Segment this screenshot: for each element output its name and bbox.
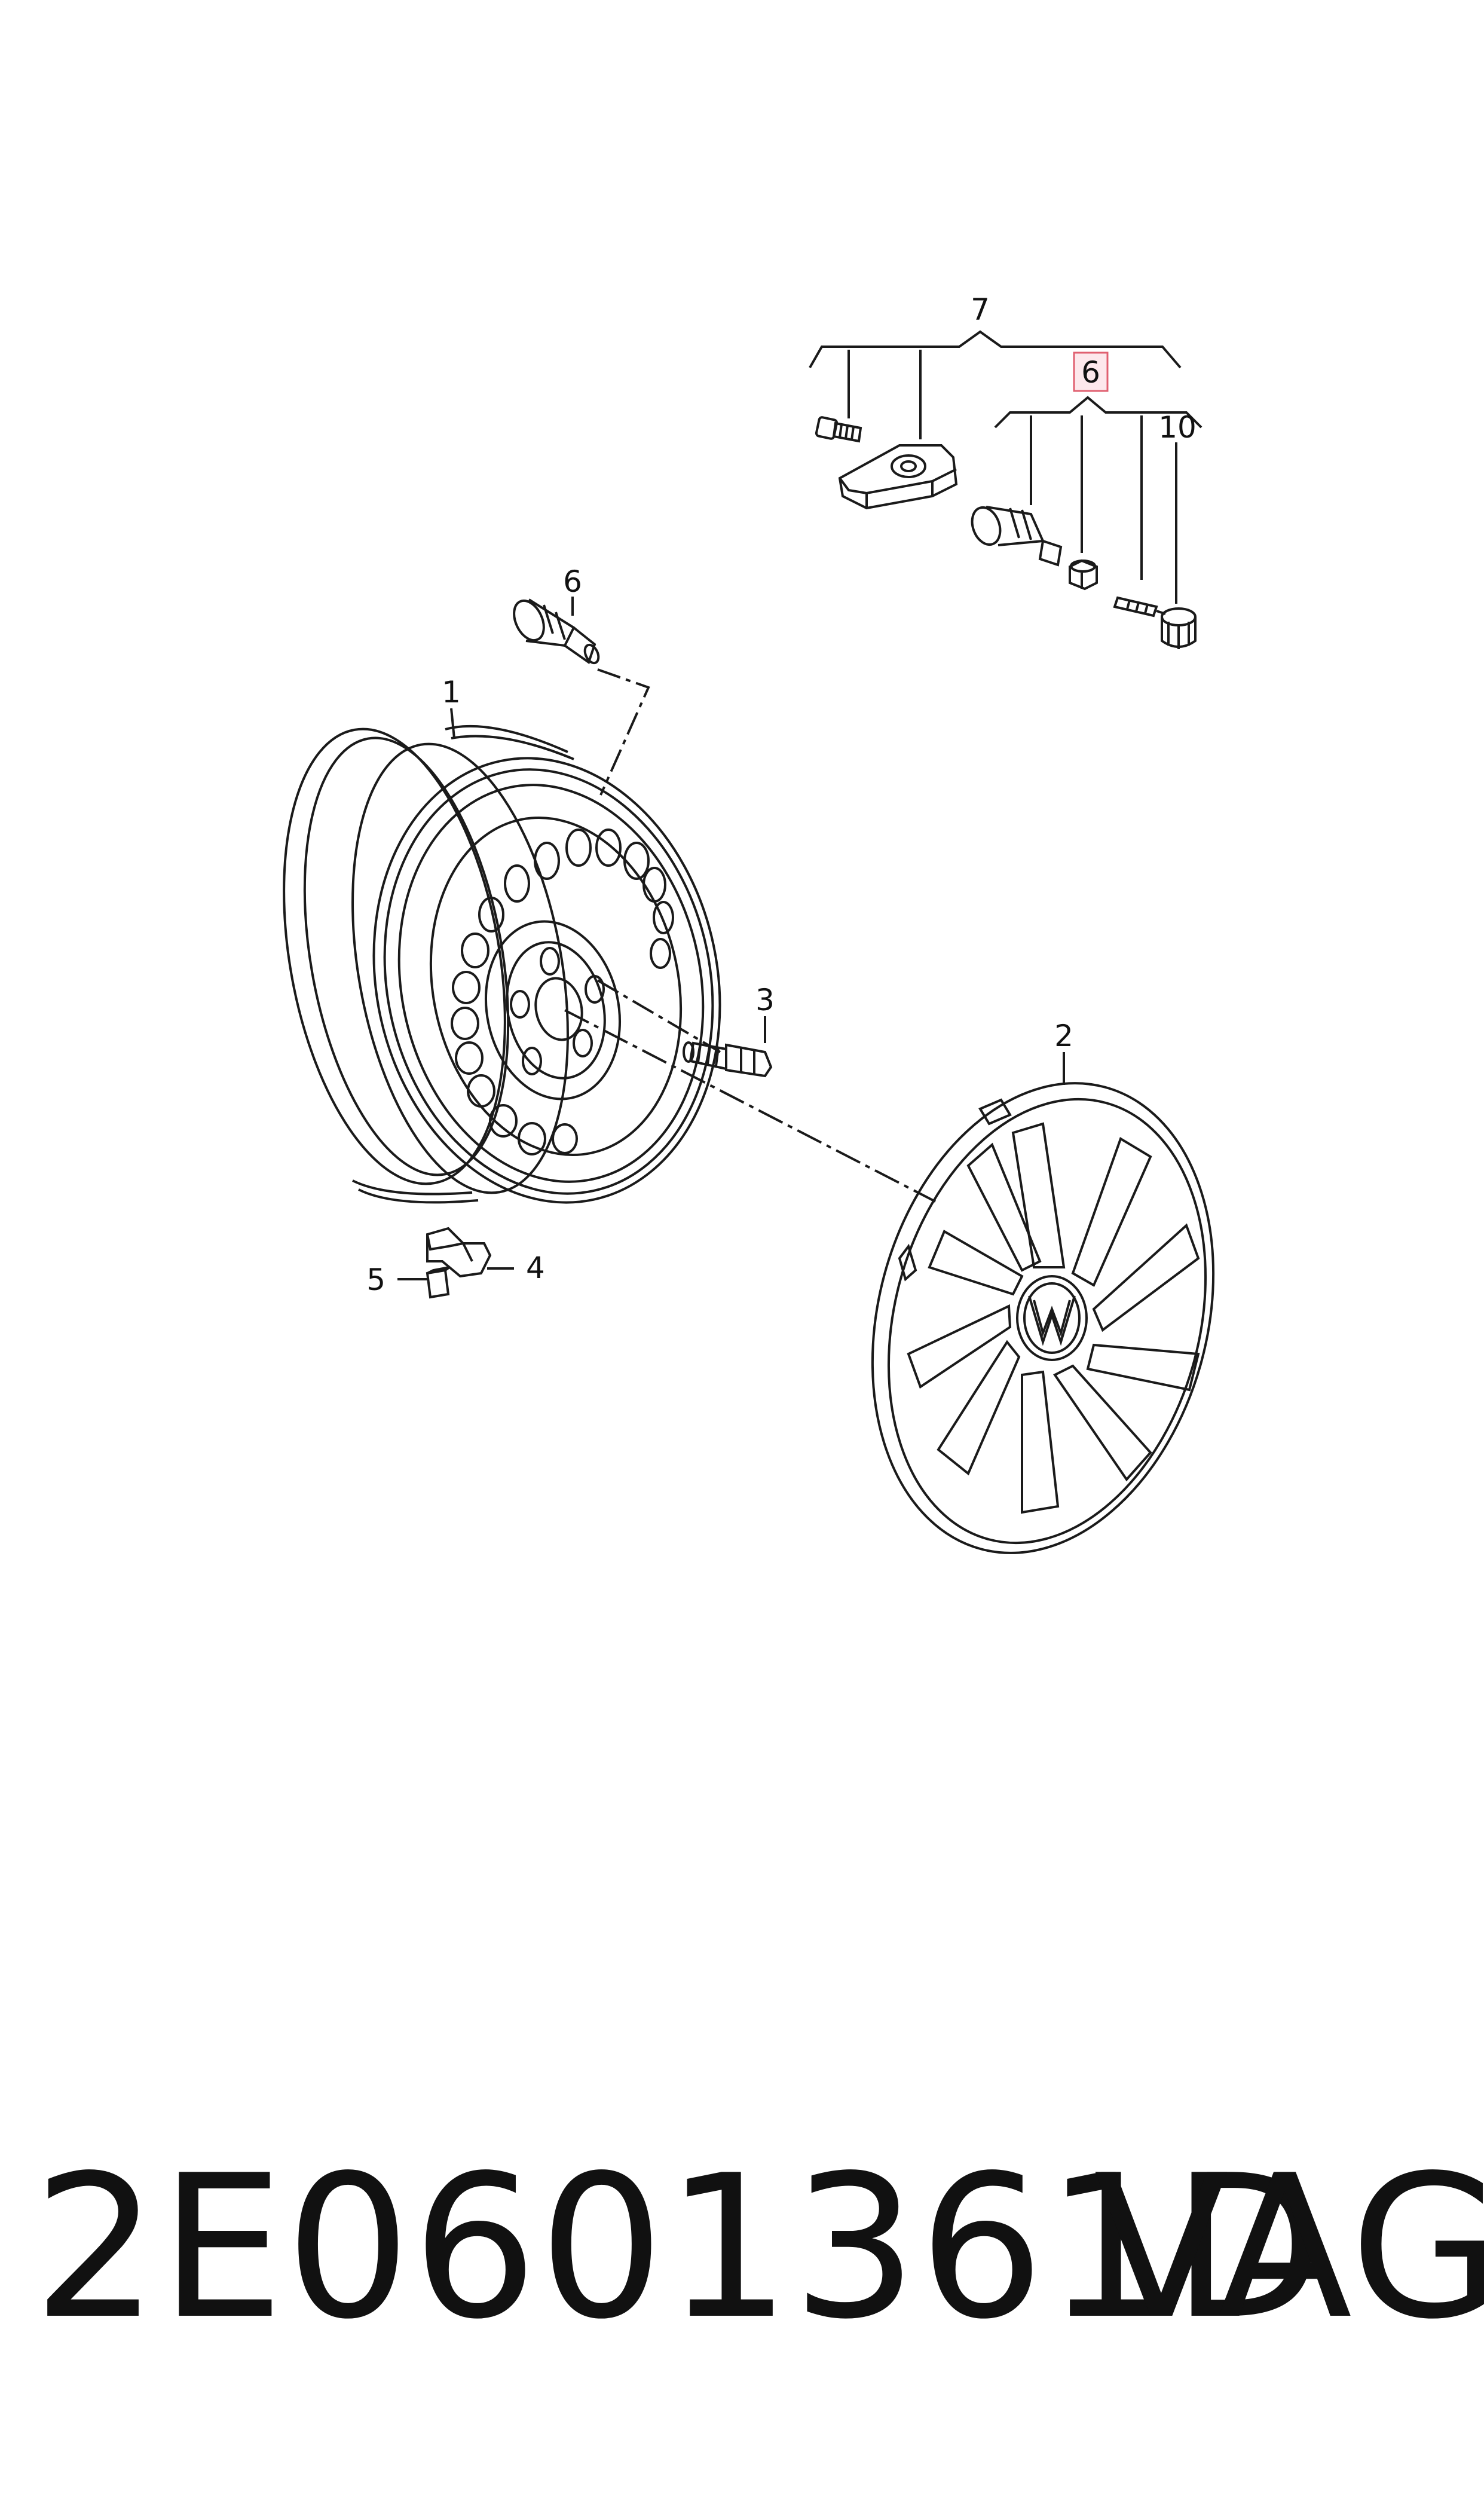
bolt-axis-line (596, 979, 721, 1053)
brand-name: VAG (1094, 2133, 1484, 2362)
callout-wheel-bolt[interactable]: 3 (755, 983, 775, 1017)
wheel-cover (871, 1082, 1215, 1554)
wheel-bolt (683, 1041, 773, 1078)
sensor-screw (815, 416, 862, 443)
callout-sensor-kit[interactable]: 7 (971, 292, 990, 327)
balance-weight-large (426, 1227, 492, 1278)
callout-valve-cap[interactable]: 10 (1158, 410, 1197, 445)
steel-rim (283, 724, 721, 1204)
hub-axis-line (564, 1009, 936, 1203)
callout-balance-weight-small[interactable]: 5 (366, 1262, 385, 1297)
valve-core (1113, 596, 1166, 617)
vw-logo-icon (1016, 1275, 1088, 1361)
callout-balance-weight[interactable]: 4 (526, 1251, 545, 1285)
sensor-kit-bracket (809, 330, 1182, 439)
valve-nut (1069, 559, 1098, 591)
tpms-sensor (838, 444, 958, 510)
callout-valve-stem[interactable]: 6 (563, 564, 582, 599)
callout-wheel-cover[interactable]: 2 (1054, 1019, 1073, 1053)
balance-weight-small (426, 1266, 451, 1299)
valve-kit-bracket (994, 396, 1203, 604)
valve-cap (1161, 607, 1197, 649)
callout-rim[interactable]: 1 (442, 675, 461, 710)
valve-guide-line (597, 668, 650, 796)
highlight-box (1073, 351, 1109, 392)
leader-rim (450, 708, 455, 739)
callout-valve-kit[interactable]: 6 (1081, 355, 1100, 390)
part-number: 2E0601361D (33, 2133, 1326, 2362)
valve-stem (513, 598, 600, 665)
valve-stem-kit (971, 506, 1063, 567)
